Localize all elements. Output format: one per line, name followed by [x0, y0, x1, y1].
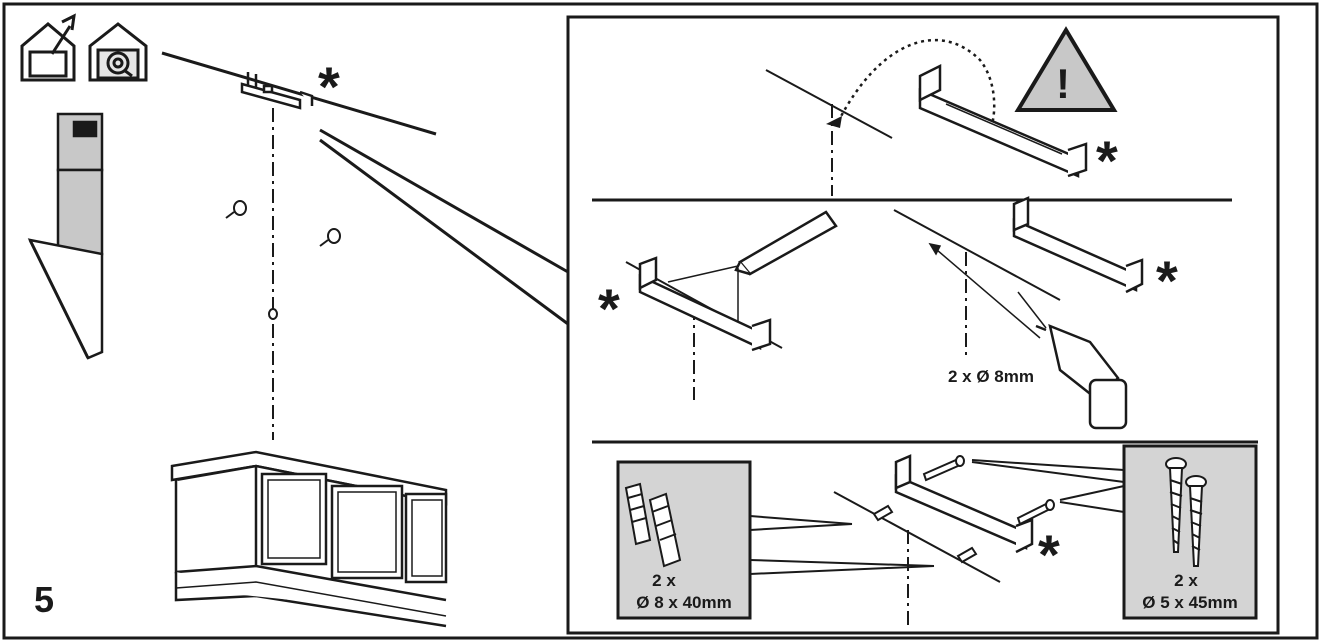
screws-box: 2 x Ø 5 x 45mm [1122, 444, 1258, 620]
wall-line-2b [893, 209, 1061, 301]
asterisk-3: * [1038, 523, 1060, 586]
plugs-size: Ø 8 x 40mm [636, 593, 731, 612]
section-1: ! * [765, 26, 1118, 196]
svg-text:!: ! [1056, 60, 1070, 107]
plug-callout-lines [749, 515, 935, 575]
top-asterisk: * [318, 55, 340, 118]
wall-line-3 [833, 491, 1001, 583]
screw-icon [1165, 457, 1207, 567]
bracket-2a [638, 256, 772, 352]
drill-spec: 2 x Ø 8mm [948, 367, 1034, 386]
pencil-icon [734, 210, 838, 276]
drill-icon [1035, 323, 1128, 430]
hood-side-view [27, 112, 104, 360]
section-3: 2 x Ø 8 x 40mm * [616, 444, 1258, 628]
step-number: 5 [34, 579, 54, 620]
wall-line-1 [765, 69, 893, 139]
bracket-3 [894, 454, 1034, 554]
asterisk-2a: * [598, 277, 620, 340]
wall-screw-left [225, 200, 247, 219]
wall-plug-icon [624, 482, 682, 568]
ceiling-line [161, 51, 437, 136]
house-recirculation-icon [88, 22, 148, 82]
installed-screws [872, 455, 1055, 564]
plugs-qty: 2 x [652, 571, 676, 590]
bracket-2b [1012, 196, 1144, 294]
house-install-icon [20, 13, 76, 82]
zoom-lines [319, 128, 569, 326]
screws-qty: 2 x [1174, 571, 1198, 590]
pilot-hole [268, 308, 278, 320]
bracket-1 [918, 63, 1088, 178]
warning-icon: ! [1014, 26, 1118, 112]
screw-callout-lines [971, 459, 1125, 513]
asterisk-1: * [1096, 129, 1118, 192]
placement-arrow [836, 38, 996, 125]
plugs-box: 2 x Ø 8 x 40mm [616, 460, 752, 620]
asterisk-2b: * [1156, 249, 1178, 312]
top-bracket [240, 72, 314, 110]
drill-arrows [928, 242, 1047, 339]
section-2: * * 2 x Ø 8mm [598, 196, 1178, 430]
kitchen-cabinets [170, 450, 448, 628]
screws-size: Ø 5 x 45mm [1142, 593, 1237, 612]
wall-screw-right [319, 228, 341, 247]
